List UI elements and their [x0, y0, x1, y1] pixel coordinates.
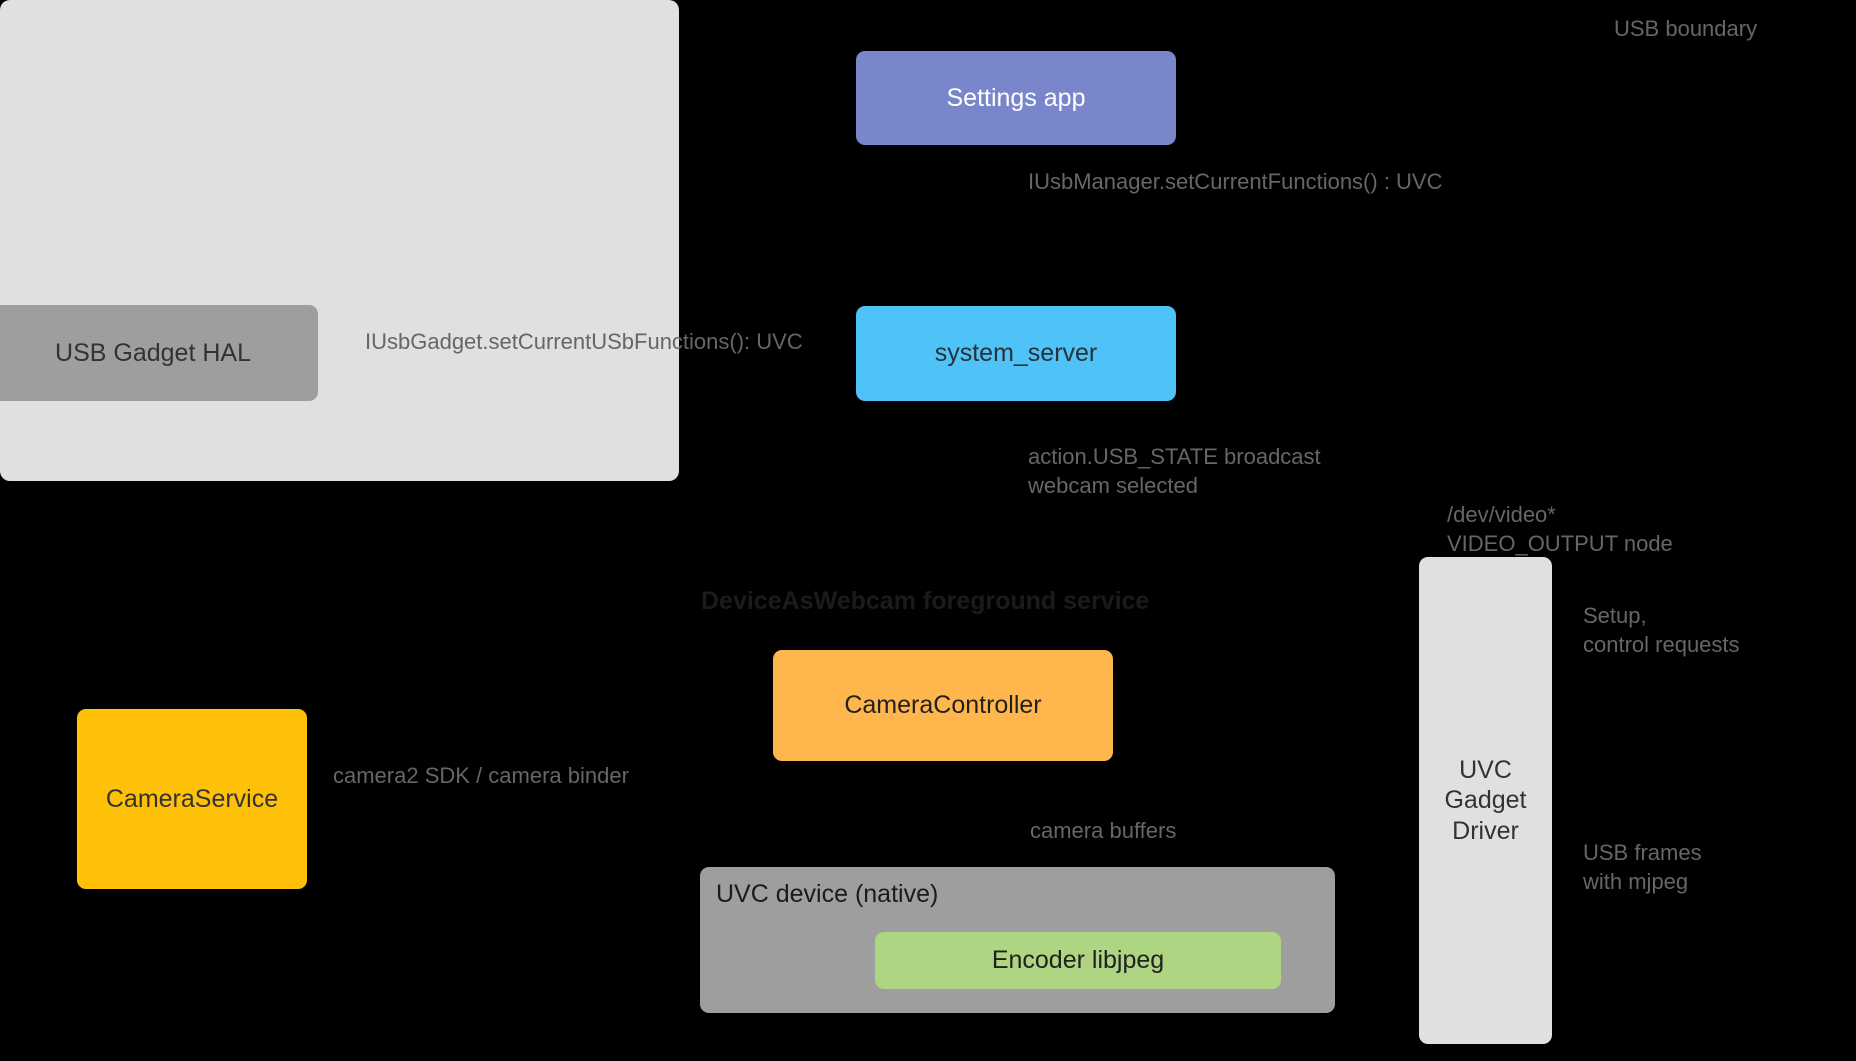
usb-state-broadcast-label: action.USB_STATE broadcast webcam select… — [1028, 444, 1321, 499]
node-deviceaswebcam-service-panel[interactable] — [0, 0, 679, 481]
node-usb-gadget-hal-label: USB Gadget HAL — [55, 338, 251, 367]
setup-control-requests-label: Setup, control requests — [1583, 603, 1740, 658]
node-uvc-device-native-title: UVC device (native) — [716, 880, 939, 908]
camera2-sdk-binder-label: camera2 SDK / camera binder — [333, 763, 629, 788]
node-settings-app[interactable]: Settings app — [856, 51, 1176, 145]
camera-buffers-label: camera buffers — [1030, 818, 1177, 843]
node-uvc-gadget-driver[interactable]: UVC Gadget Driver — [1419, 557, 1552, 1044]
node-settings-app-label: Settings app — [946, 83, 1086, 112]
node-camera-controller[interactable]: CameraController — [773, 650, 1113, 761]
usb-boundary-label: USB boundary — [1614, 16, 1758, 41]
node-usb-gadget-hal[interactable]: USB Gadget HAL — [0, 305, 318, 401]
node-camera-service-label: CameraService — [105, 784, 279, 813]
iusbgadget-setcurrentusbfunctions-label: IUsbGadget.setCurrentUSbFunctions(): UVC — [365, 329, 803, 354]
node-system-server-label: system_server — [934, 339, 1098, 368]
dev-video-node-label: /dev/video* VIDEO_OUTPUT node — [1447, 502, 1673, 557]
node-encoder-libjpeg-label: Encoder libjpeg — [991, 946, 1165, 975]
usb-frames-mjpeg-label: USB frames with mjpeg — [1583, 840, 1702, 895]
node-deviceaswebcam-service-title: DeviceAsWebcam foreground service — [701, 587, 1150, 615]
node-encoder-libjpeg[interactable]: Encoder libjpeg — [875, 932, 1281, 989]
node-uvc-gadget-driver-label: UVC Gadget Driver — [1444, 755, 1527, 845]
iusbmanager-setcurrentfunctions-label: IUsbManager.setCurrentFunctions() : UVC — [1028, 169, 1443, 194]
node-camera-controller-label: CameraController — [844, 691, 1042, 720]
node-camera-service[interactable]: CameraService — [77, 709, 307, 889]
node-system-server[interactable]: system_server — [856, 306, 1176, 401]
